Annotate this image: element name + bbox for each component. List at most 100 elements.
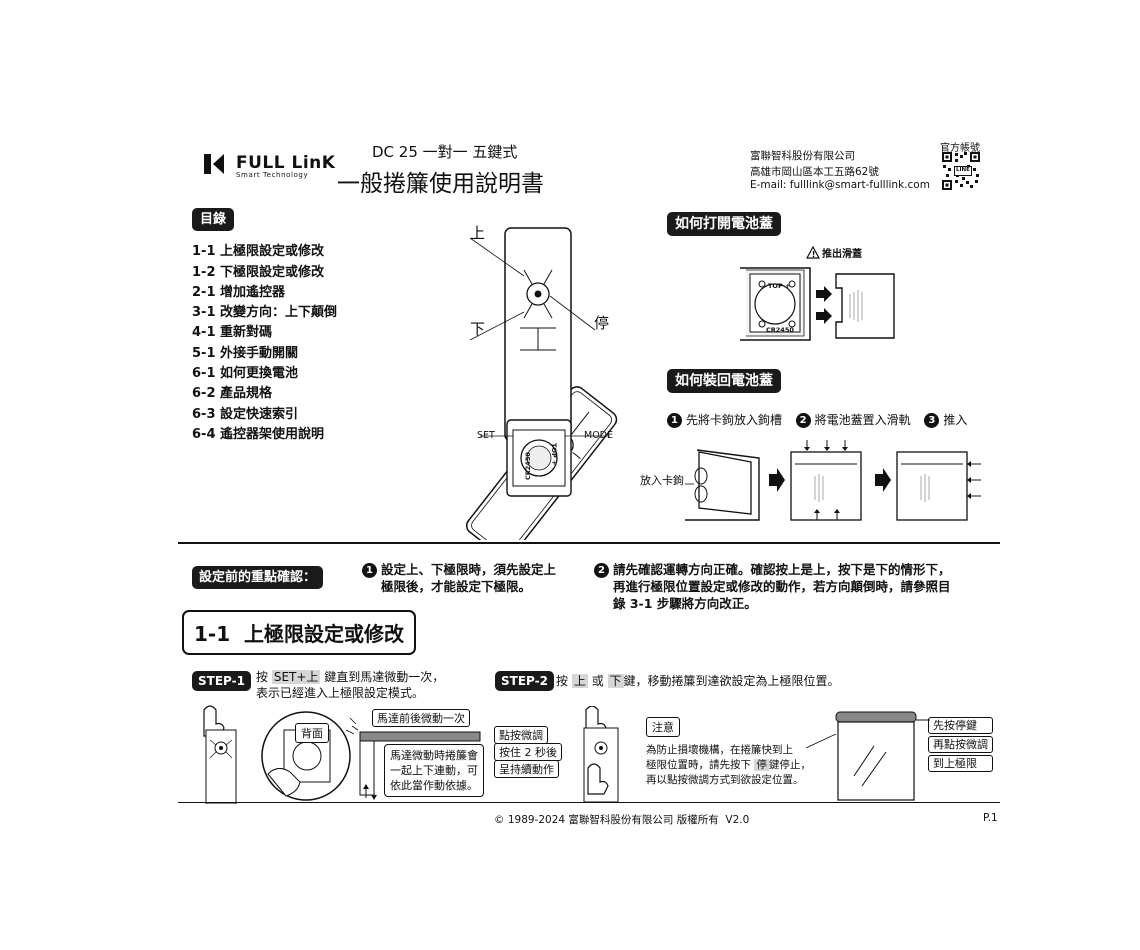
toc-item[interactable]: 4-1 重新對碼 <box>192 325 273 340</box>
important-note-2: 2 請先確認運轉方向正確。確認按上是上，按下是下的情形下， 再進行極限位置設定或修… <box>594 561 951 612</box>
hook-label: 放入卡鉤 <box>640 474 684 487</box>
toc-item[interactable]: 6-2 產品規格 <box>192 386 273 401</box>
step2-hold-label: 按住 2 秒後 <box>494 743 562 761</box>
step1-key: SET+上 <box>271 670 321 684</box>
toc-item[interactable]: 6-4 遙控器架使用說明 <box>192 427 325 442</box>
notice-text: 為防止損壞機構，在捲簾快到上 極限位置時，請先按下 停鍵停止， 再以點按微調方式… <box>646 743 816 788</box>
page-number: P.1 <box>983 812 998 824</box>
step2-key-down: 下 <box>607 674 624 688</box>
toc-item[interactable]: 2-1 增加遙控器 <box>192 285 286 300</box>
toc-item[interactable]: 5-1 外接手動開關 <box>192 346 299 361</box>
section-title: 1-1 上極限設定或修改 <box>182 610 417 655</box>
note-number-badge: 1 <box>362 563 377 578</box>
step2-key-up: 上 <box>571 674 588 688</box>
note2-line3: 錄 3-1 步驟將方向改正。 <box>613 596 757 611</box>
remote-illustration <box>465 227 618 540</box>
remote-label-down: 下 <box>470 320 486 338</box>
remote-back-battery-label: CR2450 <box>524 452 532 480</box>
step1-badge: STEP-1 <box>192 671 251 691</box>
battery-open-top-label: TOP + <box>768 282 791 290</box>
step1-press: 按 <box>256 670 269 684</box>
motor-note-line2: 一起上下連動，可 <box>390 764 478 777</box>
note-number-badge: 2 <box>594 563 609 578</box>
svg-text:!: ! <box>812 250 816 259</box>
footer-divider <box>178 802 1000 803</box>
notice-line2: 極限位置時，請先按下 <box>646 759 751 771</box>
result-step3: 到上極限 <box>928 755 993 772</box>
brand-name: FULL LinK <box>236 153 336 173</box>
remote-label-stop: 停 <box>594 314 610 332</box>
notice-stop-key: 停 <box>754 759 769 771</box>
qr-code[interactable]: LINE <box>942 152 980 190</box>
step2-text: 鍵，移動捲簾到達欲設定為上極限位置。 <box>623 674 840 688</box>
toc-item[interactable]: 1-1 上極限設定或修改 <box>192 244 325 259</box>
official-account-label: 官方帳號 <box>940 143 980 154</box>
step2-instruction: 按 上 或 下鍵，移動捲簾到達欲設定為上極限位置。 <box>556 672 840 689</box>
company-address: 高雄市岡山區本工五路62號 <box>750 166 879 178</box>
remote-front-icon <box>469 227 596 442</box>
result-step2: 再點按微調 <box>928 736 993 753</box>
brand-logo <box>204 152 226 176</box>
remote-back-icon <box>480 419 610 497</box>
result-box: 先按停鍵 再點按微調 到上極限 <box>928 717 993 772</box>
note2-line1: 請先確認運轉方向正確。確認按上是上，按下是下的情形下， <box>613 562 951 577</box>
note2-line2: 再進行極限位置設定或修改的動作，若方向顛倒時，請參照目 <box>613 579 951 594</box>
company-email: E-mail: fulllink@smart-fulllink.com <box>750 179 930 191</box>
page-title: 一般捲簾使用說明書 <box>337 171 544 197</box>
footer-copyright: © 1989-2024 富聯智科股份有限公司 版權所有 V2.0 <box>494 814 750 826</box>
motor-note: 馬達微動時捲簾會 一起上下連動，可 依此當作動依據。 <box>384 744 484 797</box>
result-step1: 先按停鍵 <box>928 717 993 734</box>
step1-text-line1: 鍵直到馬達微動一次， <box>324 670 445 684</box>
blind-diagram <box>806 711 930 801</box>
notice-line2b: 鍵停止， <box>768 759 811 771</box>
step-number-badge: 1 <box>667 413 682 428</box>
step2-or: 或 <box>591 674 604 688</box>
step2-continuous-label: 呈持續動作 <box>494 760 559 778</box>
step2-tap-label: 點按微調 <box>494 726 548 744</box>
toc-item[interactable]: 6-1 如何更換電池 <box>192 366 299 381</box>
remote-label-mode: MODE <box>584 430 613 441</box>
company-name: 富聯智科股份有限公司 <box>750 150 855 162</box>
battery-open-title: 如何打開電池蓋 <box>667 212 781 236</box>
notice-box: 注意 為防止損壞機構，在捲簾快到上 極限位置時，請先按下 停鍵停止， 再以點按微… <box>646 716 816 788</box>
line-badge: LINE <box>954 166 972 176</box>
remote-back-top-label: TOP + <box>550 443 558 466</box>
battery-open-warning: 推出滑蓋 <box>822 249 862 260</box>
battery-open-diagram <box>740 267 895 341</box>
battery-close-step3: 推入 <box>943 413 968 427</box>
battery-close-title: 如何裝回電池蓋 <box>667 369 781 393</box>
warning-icon: ! <box>805 244 821 263</box>
motor-note-line1: 馬達微動時捲簾會 <box>390 749 478 762</box>
step-number-badge: 2 <box>795 413 811 428</box>
brand-subtitle: Smart Technology <box>236 171 309 179</box>
step-number-badge: 3 <box>924 413 940 428</box>
section-divider <box>178 542 1000 544</box>
notice-title: 注意 <box>646 717 680 737</box>
notice-line1: 為防止損壞機構，在捲簾快到上 <box>646 744 793 756</box>
battery-close-step2: 將電池蓋置入滑軌 <box>814 413 911 427</box>
step2-remote-diagram <box>583 706 619 802</box>
step2-press: 按 <box>556 674 569 688</box>
motor-label: 馬達前後微動一次 <box>372 709 470 727</box>
step2-badge: STEP-2 <box>495 671 554 691</box>
section-title-text: 1-1 上極限設定或修改 <box>194 622 405 646</box>
toc-title: 目錄 <box>192 208 235 231</box>
toc-item[interactable]: 6-3 設定快速索引 <box>192 407 299 422</box>
battery-close-diagram <box>685 440 981 521</box>
step1-text-line2: 表示已經進入上極限設定模式。 <box>256 686 425 700</box>
note1-line2: 極限後，才能設定下極限。 <box>381 579 532 594</box>
battery-open-battery-label: CR2450 <box>766 326 794 334</box>
remote-label-up: 上 <box>470 224 486 242</box>
step1-instruction: 按 SET+上 鍵直到馬達微動一次， 表示已經進入上極限設定模式。 <box>256 669 444 701</box>
back-label: 背面 <box>295 723 329 743</box>
battery-close-step1: 先將卡鉤放入鉤槽 <box>686 413 783 427</box>
qr-code-icon <box>942 152 980 190</box>
brand-logo-icon <box>204 154 224 174</box>
motor-note-line3: 依此當作動依據。 <box>390 779 478 792</box>
toc-item[interactable]: 3-1 改變方向：上下顛倒 <box>192 305 338 320</box>
important-label: 設定前的重點確認： <box>192 566 324 589</box>
remote-label-set: SET <box>477 430 495 441</box>
toc-item[interactable]: 1-2 下極限設定或修改 <box>192 265 325 280</box>
